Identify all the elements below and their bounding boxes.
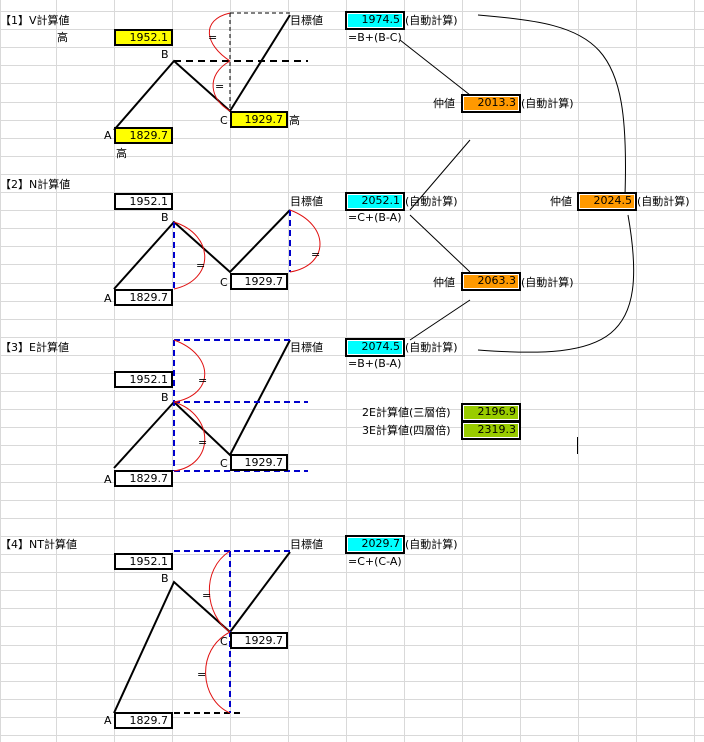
text-cursor: [577, 437, 578, 454]
nt-equal-sign-lower: =: [197, 668, 207, 681]
v-formula: =B+(B-C): [348, 31, 402, 44]
nt-auto-calc-note: (自動計算): [405, 538, 458, 551]
section-n-title: 【2】N計算値: [0, 178, 71, 191]
section-e-title: 【3】E計算値: [0, 341, 69, 354]
nt-equal-curve-lower: [205, 631, 231, 714]
e-point-c-label: C: [220, 457, 228, 470]
nt-a-value-cell[interactable]: 1829.7: [114, 712, 173, 729]
n-point-a-label: A: [104, 292, 112, 305]
nt-equal-sign-upper: =: [202, 589, 212, 602]
mid-ne-value-cell[interactable]: 2063.3: [462, 273, 520, 290]
e-a-value-cell[interactable]: 1829.7: [114, 470, 173, 487]
e-chart: [113, 214, 635, 472]
n-b-value-cell[interactable]: 1952.1: [114, 193, 173, 210]
e-equal-sign-lower: =: [198, 436, 208, 449]
nt-point-a-label: A: [104, 714, 112, 727]
n-c-value-cell[interactable]: 1929.7: [230, 273, 288, 290]
nt-point-c-label: C: [220, 635, 228, 648]
n-zigzag-line: [113, 209, 291, 290]
v-chart: [113, 12, 626, 196]
section-v-title: 【1】V計算値: [0, 14, 70, 27]
v-target-value-cell[interactable]: 1974.5: [346, 12, 404, 29]
mid-ve-auto-note: (自動計算): [637, 195, 690, 208]
e-3e-label: 3E計算値(四層倍): [362, 424, 451, 437]
n-formula: =C+(B-A): [348, 211, 402, 224]
v-auto-calc-note: (自動計算): [405, 14, 458, 27]
n-point-c-label: C: [220, 276, 228, 289]
v-zigzag-line: [113, 14, 291, 131]
n-connector-target-mid-upper: [409, 139, 471, 211]
e-arc-to-mid-ve: [477, 214, 635, 353]
e-3e-value-cell[interactable]: 2319.3: [462, 422, 520, 439]
n-connector-target-mid-lower: [409, 214, 471, 273]
e-target-value-cell[interactable]: 2074.5: [346, 339, 404, 356]
e-formula: =B+(B-A): [348, 357, 402, 370]
v-point-a-label: A: [104, 129, 112, 142]
n-equal-sign-left: =: [196, 259, 206, 272]
n-auto-calc-note: (自動計算): [405, 195, 458, 208]
mid-ne-auto-note: (自動計算): [521, 276, 574, 289]
v-a-value-cell[interactable]: 1829.7: [114, 127, 173, 144]
n-a-value-cell[interactable]: 1829.7: [114, 289, 173, 306]
mid-vn-auto-note: (自動計算): [521, 97, 574, 110]
v-high-label-a: 高: [116, 147, 127, 160]
v-equal-curve-upper: [208, 12, 231, 62]
nt-equal-curve-upper: [208, 550, 231, 633]
v-target-label: 目標値: [290, 14, 323, 27]
n-equal-sign-right: =: [311, 248, 321, 261]
n-chart: [113, 139, 471, 290]
mid-ve-value-cell[interactable]: 2024.5: [578, 193, 636, 210]
v-high-label-c: 高: [289, 114, 300, 127]
e-connector-target-mid: [409, 299, 471, 341]
e-target-label: 目標値: [290, 341, 323, 354]
v-point-b-label: B: [161, 48, 169, 61]
n-target-value-cell[interactable]: 2052.1: [346, 193, 404, 210]
nt-c-value-cell[interactable]: 1929.7: [230, 632, 288, 649]
v-equal-sign-lower: =: [215, 80, 225, 93]
e-equal-sign-upper: =: [198, 374, 208, 387]
e-zigzag-line: [113, 339, 291, 469]
e-2e-value-cell[interactable]: 2196.9: [462, 404, 520, 421]
e-b-value-cell[interactable]: 1952.1: [114, 371, 173, 388]
e-2e-label: 2E計算値(三層倍): [362, 406, 451, 419]
nt-target-value-cell[interactable]: 2029.7: [346, 536, 404, 553]
n-equal-curve-right: [289, 209, 321, 273]
mid-ne-label: 仲値: [433, 276, 455, 289]
n-equal-curve-left: [173, 221, 206, 290]
n-target-label: 目標値: [290, 195, 323, 208]
e-point-a-label: A: [104, 473, 112, 486]
v-b-value-cell[interactable]: 1952.1: [114, 29, 173, 46]
e-equal-curve-lower: [173, 401, 206, 472]
n-point-b-label: B: [161, 211, 169, 224]
v-equal-sign-upper: =: [208, 31, 218, 44]
v-c-value-cell[interactable]: 1929.7: [230, 111, 288, 128]
e-equal-curve-upper: [173, 339, 206, 403]
v-high-label-b: 高: [57, 31, 68, 44]
e-point-b-label: B: [161, 391, 169, 404]
nt-point-b-label: B: [161, 572, 169, 585]
e-auto-calc-note: (自動計算): [405, 341, 458, 354]
v-equal-curve-lower: [212, 60, 231, 112]
mid-vn-value-cell[interactable]: 2013.3: [462, 95, 520, 112]
e-c-value-cell[interactable]: 1929.7: [230, 454, 288, 471]
nt-formula: =C+(C-A): [348, 555, 402, 568]
mid-vn-label: 仲値: [433, 97, 455, 110]
nt-zigzag-line: [113, 551, 291, 714]
nt-target-label: 目標値: [290, 538, 323, 551]
v-arc-to-mid-ve: [477, 14, 626, 196]
v-point-c-label: C: [220, 114, 228, 127]
section-nt-title: 【4】NT計算値: [0, 538, 77, 551]
mid-ve-label: 仲値: [550, 195, 572, 208]
v-connector-target-mid: [399, 39, 471, 96]
nt-b-value-cell[interactable]: 1952.1: [114, 553, 173, 570]
